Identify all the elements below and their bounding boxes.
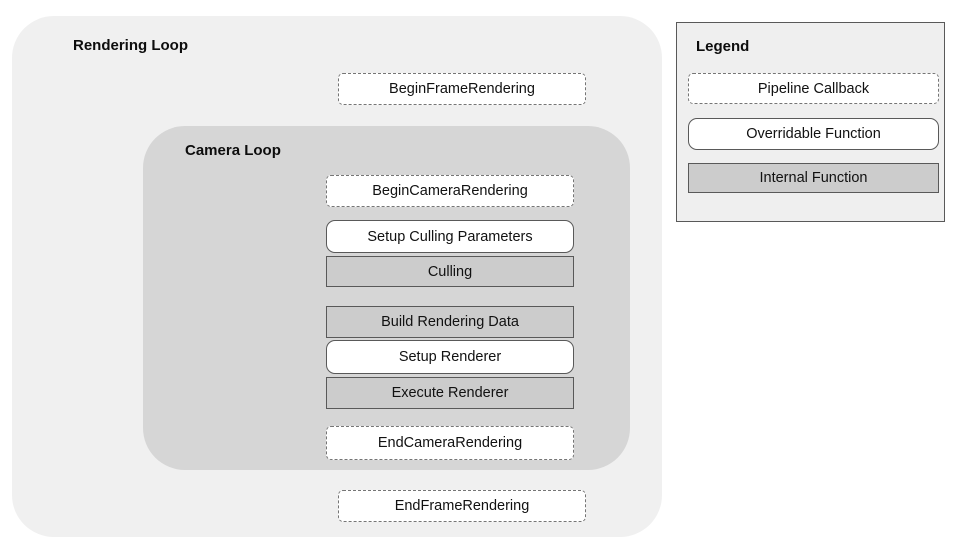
node-execute-renderer: Execute Renderer <box>326 377 574 409</box>
legend-item-pipeline-callback: Pipeline Callback <box>688 73 939 104</box>
node-end-camera-rendering: EndCameraRendering <box>326 426 574 460</box>
node-end-frame-rendering: EndFrameRendering <box>338 490 586 522</box>
node-setup-culling-parameters: Setup Culling Parameters <box>326 220 574 253</box>
node-begin-camera-rendering: BeginCameraRendering <box>326 175 574 207</box>
rendering-loop-container: Rendering Loop BeginFrameRendering Camer… <box>12 16 662 537</box>
node-culling: Culling <box>326 256 574 287</box>
rendering-loop-title: Rendering Loop <box>73 37 188 54</box>
camera-loop-title: Camera Loop <box>185 142 281 159</box>
node-begin-frame-rendering: BeginFrameRendering <box>338 73 586 105</box>
node-setup-renderer: Setup Renderer <box>326 340 574 374</box>
camera-loop-container: Camera Loop BeginCameraRendering Setup C… <box>143 126 630 470</box>
legend-item-internal-function: Internal Function <box>688 163 939 193</box>
legend-panel: Legend Pipeline Callback Overridable Fun… <box>676 22 945 222</box>
legend-title: Legend <box>696 38 750 55</box>
legend-item-overridable-function: Overridable Function <box>688 118 939 150</box>
node-build-rendering-data: Build Rendering Data <box>326 306 574 338</box>
